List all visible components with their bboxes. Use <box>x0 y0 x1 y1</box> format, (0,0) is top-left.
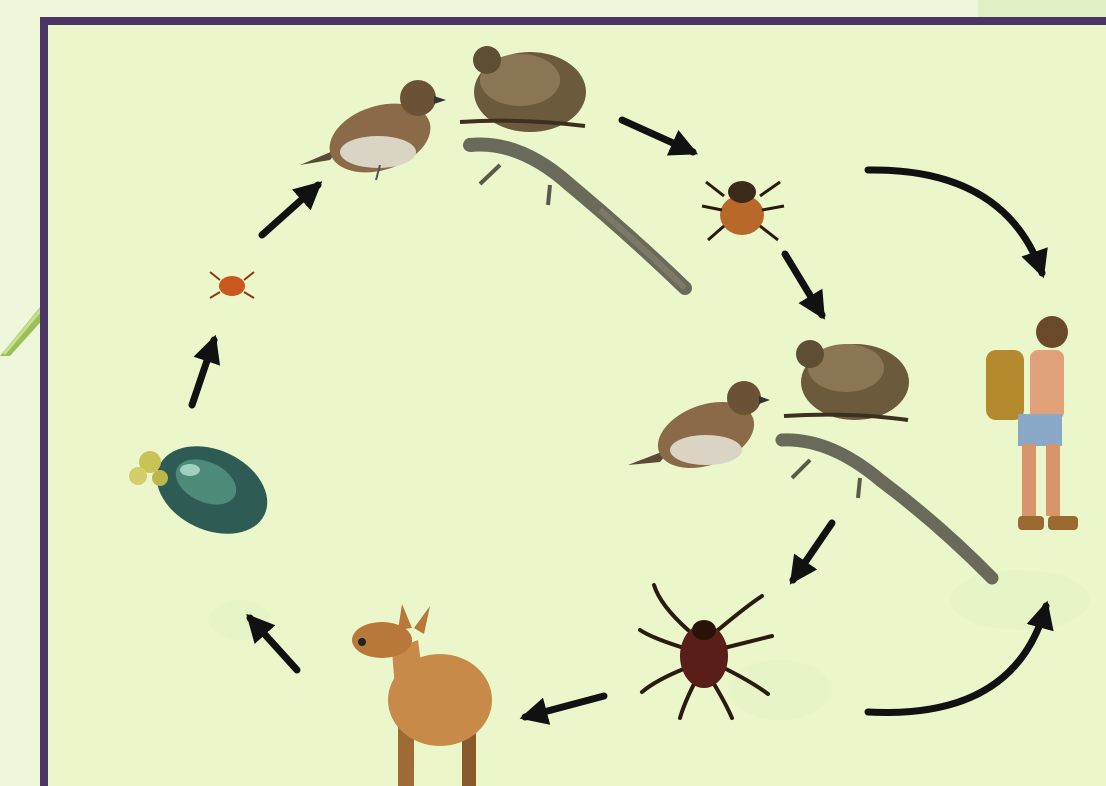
arrow-egg-to-larva <box>192 340 214 405</box>
hiker-icon <box>986 316 1078 530</box>
sparrow-icon <box>628 381 770 480</box>
mouse-icon <box>460 46 586 132</box>
arrow-nymph-to-host <box>785 254 822 315</box>
arrow-nymph-to-hiker <box>868 170 1042 273</box>
arrow-host-to-adult <box>793 523 832 580</box>
tick-egg-mass-icon <box>129 429 281 551</box>
deer-icon <box>352 604 492 786</box>
arrow-adult-to-deer <box>525 696 604 717</box>
lizard-icon <box>782 440 992 578</box>
arrow-deer-to-egg <box>250 618 297 670</box>
mouse-icon <box>784 340 909 420</box>
tick-larva-icon <box>210 272 254 298</box>
arrow-larva-to-host <box>262 185 318 235</box>
sparrow-icon <box>300 80 446 185</box>
tick-nymph-icon <box>702 181 784 240</box>
lizard-icon <box>470 145 685 289</box>
arrow-host-to-nymph <box>622 120 693 152</box>
